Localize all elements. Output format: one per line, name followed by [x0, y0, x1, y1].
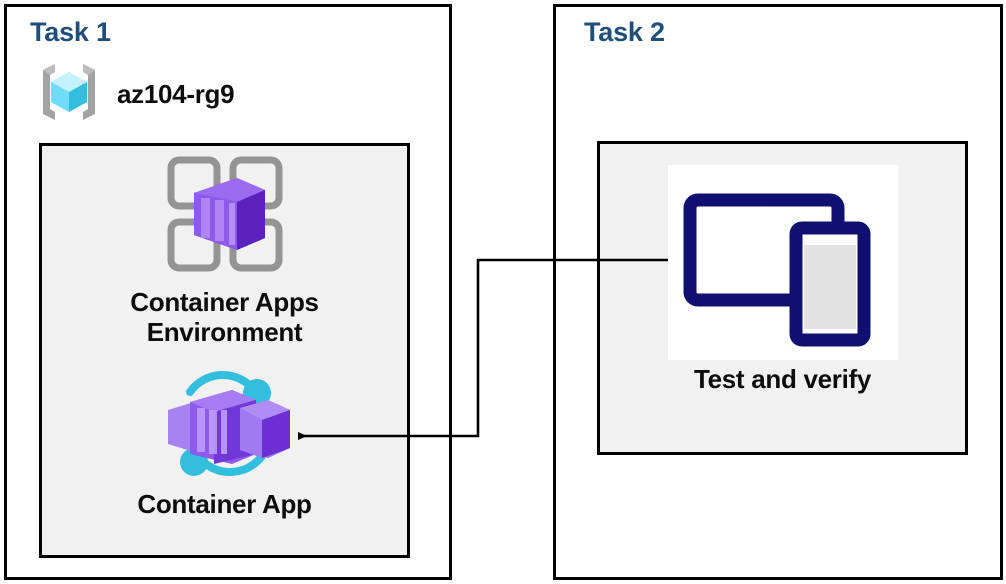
resource-group-icon: [33, 60, 105, 129]
container-app-caption: Container App: [137, 489, 312, 519]
container-apps-environment-item: Container Apps Environment: [39, 150, 410, 347]
resource-group-label: az104-rg9: [117, 79, 235, 109]
task2-title: Task 2: [584, 17, 665, 47]
test-verify-item: Test and verify: [597, 165, 968, 394]
container-apps-environment-icon: [161, 150, 289, 283]
container-app-item: Container App: [39, 368, 410, 519]
container-apps-environment-caption: Container Apps Environment: [130, 287, 319, 348]
container-app-icon: [150, 368, 300, 485]
task1-title: Task 1: [30, 17, 111, 47]
devices-test-verify-icon: [667, 165, 898, 360]
test-verify-caption: Test and verify: [693, 364, 872, 394]
resource-group-header: az104-rg9: [33, 60, 235, 129]
